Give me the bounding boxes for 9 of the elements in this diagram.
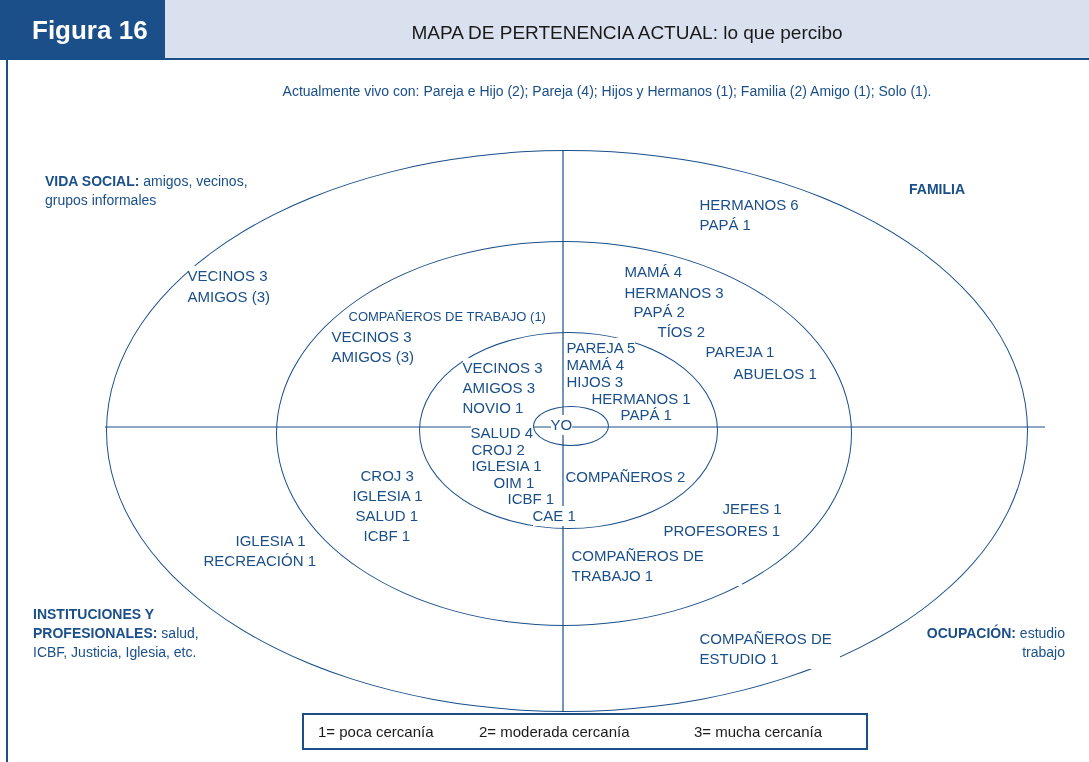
center-label: YO	[550, 414, 573, 435]
legend-entry: 3= mucha cercanía	[694, 723, 822, 740]
ring-entry: CAE 1	[532, 505, 576, 526]
ring-entry: COMPAÑEROS DE ESTUDIO 1	[699, 628, 840, 669]
legend-entry: 1= poca cercanía	[318, 723, 434, 740]
figure-number: Figura 16	[0, 0, 165, 60]
figure-title: MAPA DE PERTENENCIA ACTUAL: lo que percibo	[410, 22, 844, 44]
ring-entry: COMPAÑEROS DE TRABAJO 1	[571, 545, 742, 586]
legend-entry: 2= moderada cercanía	[479, 723, 630, 740]
